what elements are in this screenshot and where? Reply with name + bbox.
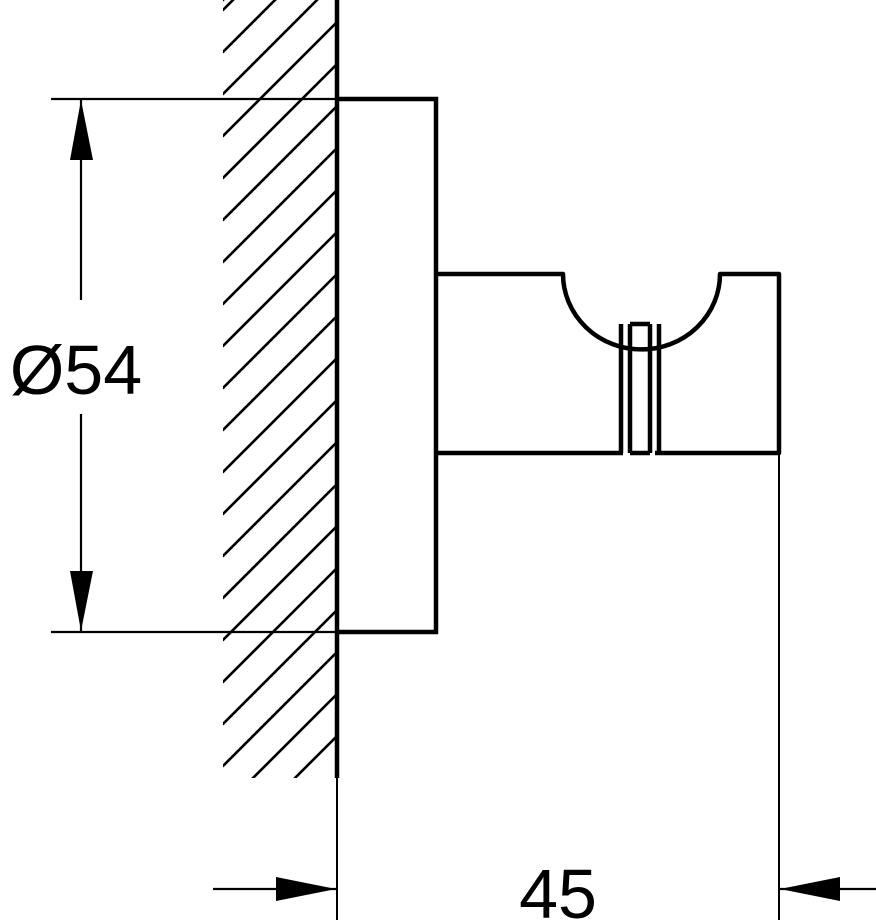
diameter-dimension: Ø54 — [10, 97, 337, 634]
hook-body — [436, 271, 782, 456]
rosette-outline — [337, 96, 439, 635]
diameter-label: Ø54 — [10, 331, 142, 409]
arrow-up-icon — [70, 100, 93, 160]
arrow-left-icon — [780, 877, 840, 901]
arrow-down-icon — [70, 571, 93, 631]
arrow-right-icon — [276, 877, 336, 901]
wall-hatching — [223, 0, 337, 778]
projection-dimension: 45 — [213, 855, 876, 920]
projection-label: 45 — [519, 855, 597, 920]
